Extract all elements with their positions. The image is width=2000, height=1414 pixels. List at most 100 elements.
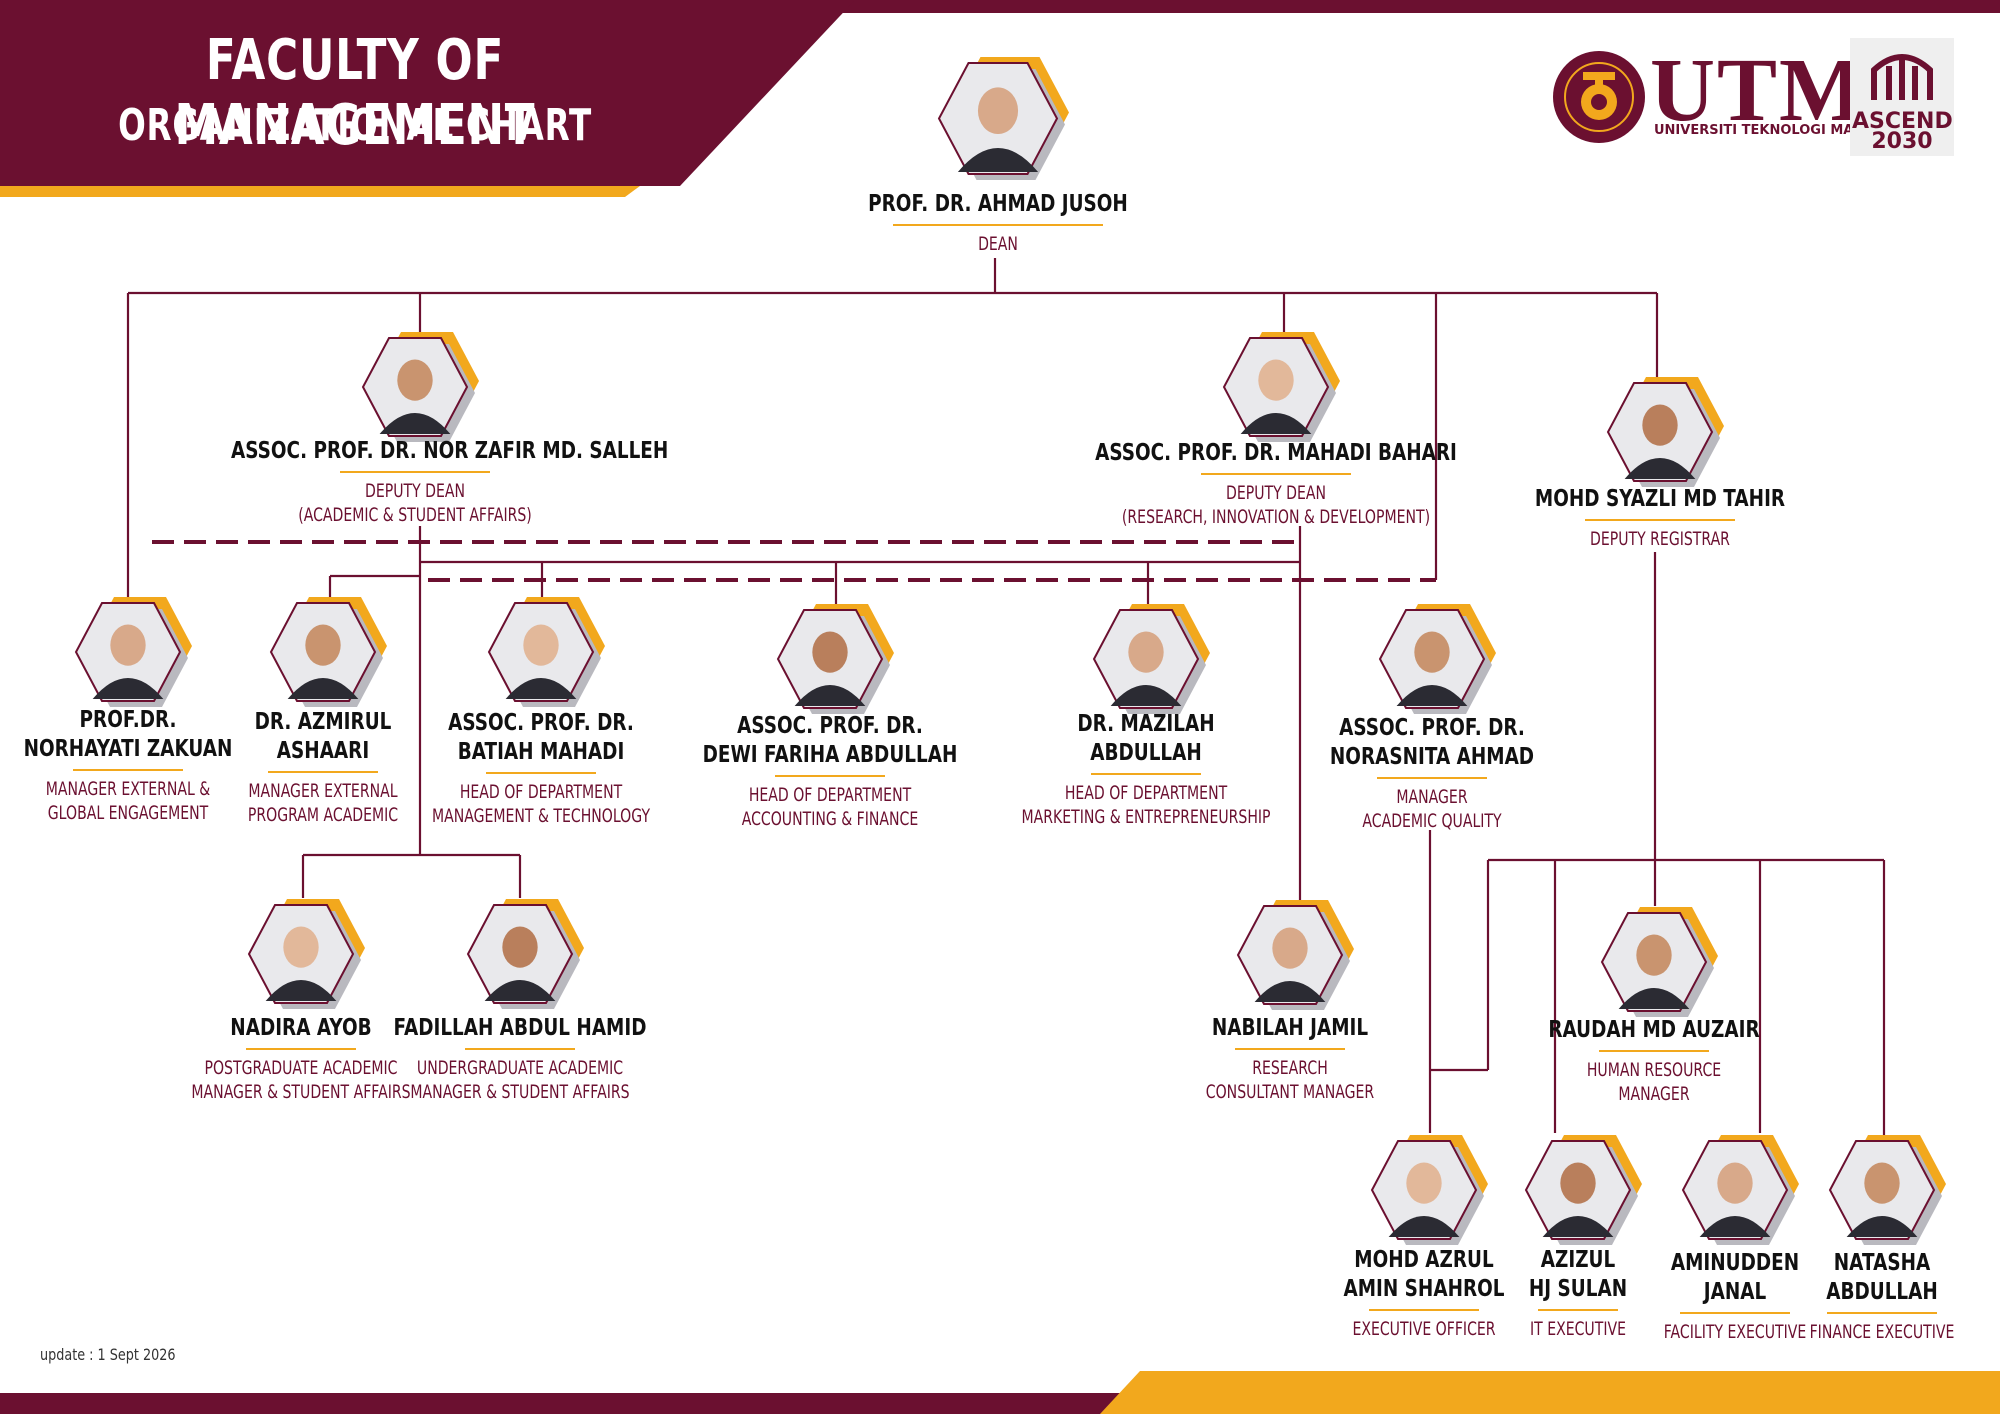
person-name: DR. AZMIRUL ASHAARI — [254, 709, 392, 764]
avatar-head — [1717, 1162, 1753, 1204]
nadira-photo — [247, 899, 365, 1009]
name-underline — [1827, 1312, 1937, 1314]
person-role: HUMAN RESOURCE MANAGER — [1586, 1059, 1722, 1105]
avatar-head — [1864, 1162, 1900, 1204]
azizul-label: AZIZUL HJ SULAN IT EXECUTIVE — [1348, 1246, 1808, 1341]
avatar-head — [1406, 1162, 1442, 1204]
person-role: MANAGER EXTERNAL & GLOBAL ENGAGEMENT — [45, 778, 211, 824]
dd-research-photo — [1222, 332, 1340, 442]
avatar-head — [1560, 1162, 1596, 1204]
utm-wordmark: UTM — [1650, 41, 1866, 140]
person-name: RAUDAH MD AUZAIR — [1548, 1017, 1760, 1043]
avatar-body — [1254, 980, 1326, 1002]
person-role: DEAN — [978, 233, 1018, 255]
person-role: MANAGER EXTERNAL PROGRAM ACADEMIC — [247, 780, 399, 826]
name-underline — [340, 471, 490, 473]
nabilah-photo — [1236, 900, 1354, 1010]
name-underline — [1599, 1050, 1709, 1052]
person-role: POSTGRADUATE ACADEMIC MANAGER & STUDENT … — [191, 1057, 411, 1103]
azrul-photo — [1370, 1135, 1488, 1245]
person-name: FADILLAH ABDUL HAMID — [393, 1015, 647, 1041]
nadira-label: NADIRA AYOB POSTGRADUATE ACADEMIC MANAGER… — [71, 1014, 531, 1104]
avatar-head — [305, 624, 341, 666]
person-name: PROF. DR. AHMAD JUSOH — [868, 191, 1128, 217]
aminudden-label: AMINUDDEN JANAL FACILITY EXECUTIVE — [1505, 1249, 1965, 1344]
name-underline — [465, 1048, 575, 1050]
person-name: NADIRA AYOB — [230, 1015, 372, 1041]
avatar-body — [1110, 684, 1182, 706]
person-name: ASSOC. PROF. DR. NOR ZAFIR MD. SALLEH — [231, 438, 669, 464]
person-name: NABILAH JAMIL — [1211, 1015, 1369, 1041]
avatar-head — [283, 926, 319, 968]
avatar-body — [957, 148, 1039, 172]
dd-academic-photo — [361, 332, 479, 442]
avatar-head — [1414, 631, 1450, 673]
person-role: DEPUTY DEAN (ACADEMIC & STUDENT AFFAIRS) — [298, 480, 532, 526]
norasnita-photo — [1378, 604, 1496, 714]
person-role: IT EXECUTIVE — [1530, 1318, 1626, 1340]
person-role: MANAGER ACADEMIC QUALITY — [1362, 786, 1502, 832]
update-date: update : 1 Sept 2026 — [40, 1345, 176, 1364]
avatar-head — [1272, 927, 1308, 969]
person-role: DEPUTY DEAN (RESEARCH, INNOVATION & DEVE… — [1121, 482, 1431, 528]
person-name: NATASHA ABDULLAH — [1826, 1250, 1938, 1305]
avatar-body — [1699, 1215, 1771, 1237]
person-role: RESEARCH CONSULTANT MANAGER — [1205, 1057, 1375, 1103]
avatar-head — [1642, 404, 1678, 446]
name-underline — [1585, 519, 1735, 521]
person-name: MOHD AZRUL AMIN SHAHROL — [1343, 1247, 1505, 1302]
dd-academic-label: ASSOC. PROF. DR. NOR ZAFIR MD. SALLEH DEP… — [185, 437, 669, 527]
raudah-label: RAUDAH MD AUZAIR HUMAN RESOURCE MANAGER — [1424, 1016, 1884, 1106]
avatar-body — [505, 677, 577, 699]
natasha-label: NATASHA ABDULLAH FINANCE EXECUTIVE — [1652, 1249, 2000, 1344]
avatar-head — [977, 87, 1019, 135]
avatar-body — [794, 684, 866, 706]
person-role: FACILITY EXECUTIVE — [1663, 1321, 1807, 1343]
person-role: FINANCE EXECUTIVE — [1809, 1321, 1955, 1343]
raudah-photo — [1600, 907, 1718, 1017]
name-underline — [1369, 1309, 1479, 1311]
avatar-body — [1542, 1215, 1614, 1237]
name-underline — [268, 771, 378, 773]
avatar-body — [92, 677, 164, 699]
avatar-body — [1396, 684, 1468, 706]
person-name: AMINUDDEN JANAL — [1670, 1250, 1800, 1305]
avatar-head — [1258, 359, 1294, 401]
name-underline — [1538, 1309, 1618, 1311]
avatar-body — [265, 979, 337, 1001]
fadillah-photo — [466, 899, 584, 1009]
person-role: HEAD OF DEPARTMENT ACCOUNTING & FINANCE — [741, 784, 919, 830]
connector-lines — [126, 258, 1886, 1135]
name-underline — [1091, 773, 1201, 775]
fadillah-label: FADILLAH ABDUL HAMID UNDERGRADUATE ACADEM… — [290, 1014, 750, 1104]
person-role: HEAD OF DEPARTMENT MARKETING & ENTREPREN… — [1021, 782, 1271, 828]
avatar-body — [484, 979, 556, 1001]
batiah-photo — [487, 597, 605, 707]
page-title: FACULTY OF MANAGEMENT — [174, 28, 536, 158]
name-underline — [1377, 777, 1487, 779]
azmirul-label: DR. AZMIRUL ASHAARI MANAGER EXTERNAL PROG… — [93, 708, 553, 827]
person-name: AZIZUL HJ SULAN — [1528, 1247, 1628, 1302]
name-underline — [893, 224, 1103, 226]
avatar-body — [287, 677, 359, 699]
dashed-coordination-lines — [152, 540, 1436, 582]
name-underline — [73, 769, 183, 771]
avatar-head — [397, 359, 433, 401]
person-role: UNDERGRADUATE ACADEMIC MANAGER & STUDENT… — [410, 1057, 630, 1103]
avatar-body — [1388, 1215, 1460, 1237]
aminudden-photo — [1681, 1135, 1799, 1245]
person-name: ASSOC. PROF. DR. BATIAH MAHADI — [448, 710, 634, 765]
mazilah-photo — [1092, 604, 1210, 714]
avatar-head — [110, 624, 146, 666]
nabilah-label: NABILAH JAMIL RESEARCH CONSULTANT MANAGER — [1060, 1014, 1520, 1104]
person-role: HEAD OF DEPARTMENT MANAGEMENT & TECHNOLO… — [431, 781, 651, 827]
avatar-body — [1624, 457, 1696, 479]
ascend-wordmark: ASCEND 2030 — [1852, 109, 1953, 154]
batiah-label: ASSOC. PROF. DR. BATIAH MAHADI HEAD OF DE… — [311, 709, 771, 828]
